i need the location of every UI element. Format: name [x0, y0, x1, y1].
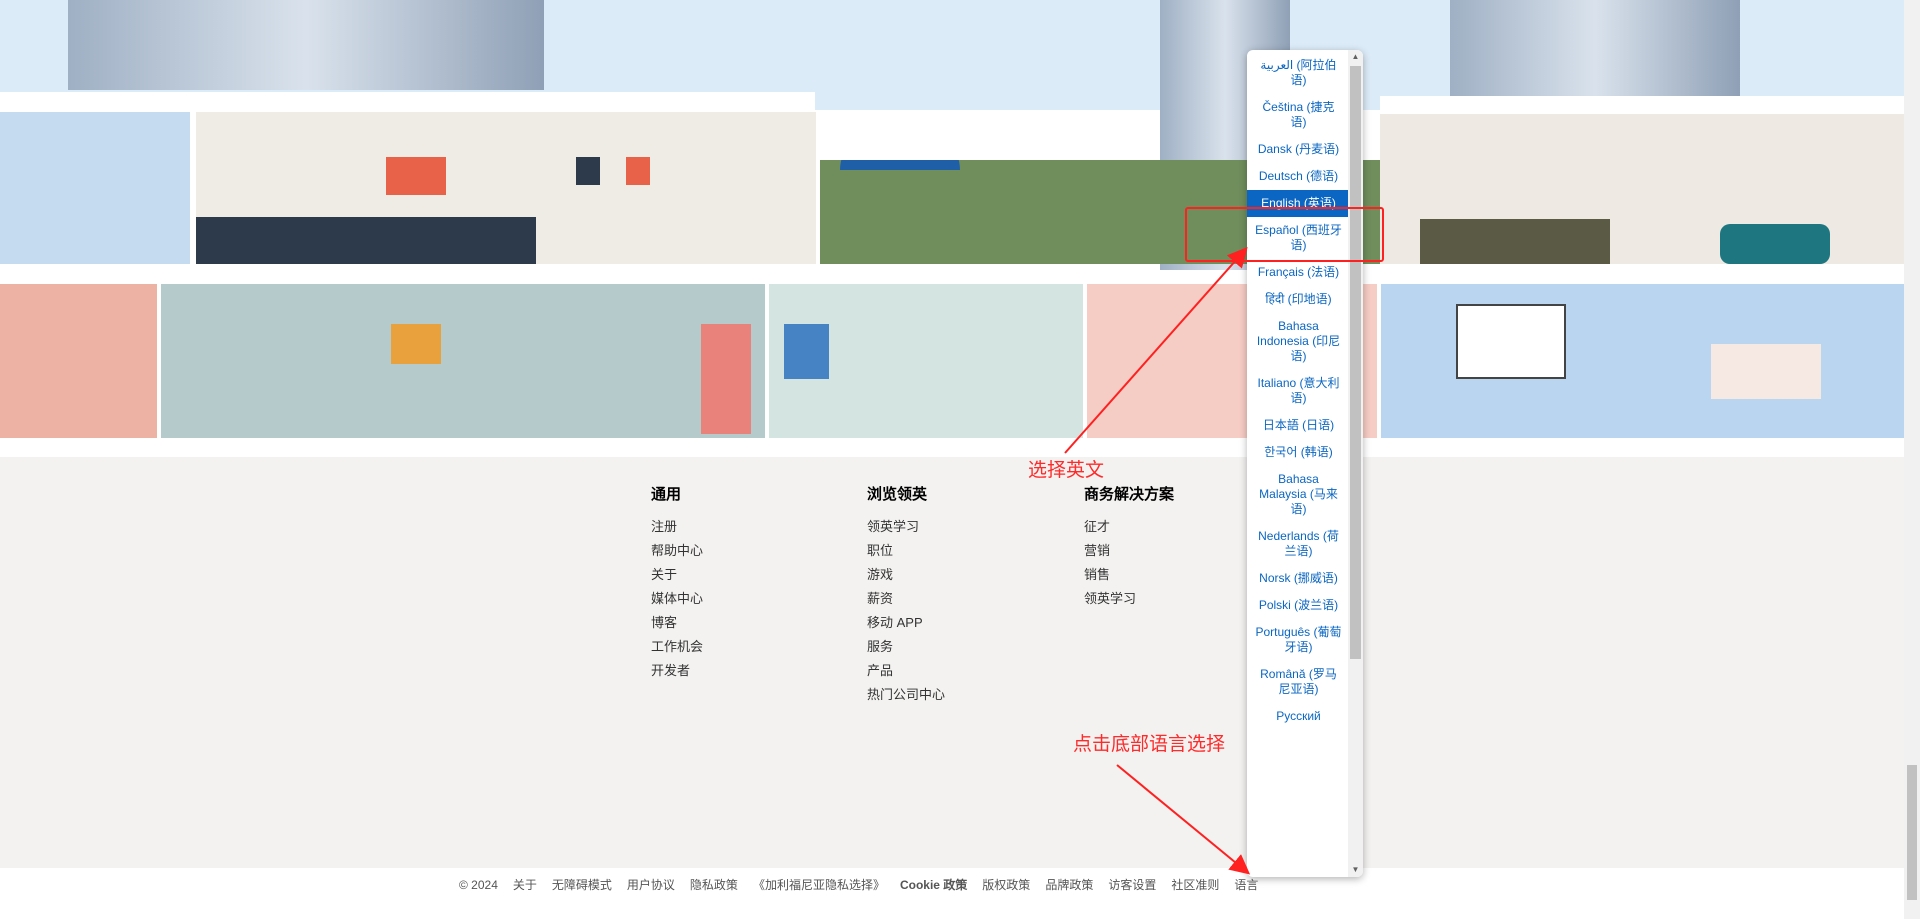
- footer: [0, 457, 1904, 868]
- language-options: العربية (阿拉伯语) Čeština (捷克语) Dansk (丹麦语) De…: [1247, 52, 1348, 730]
- language-dropdown[interactable]: العربية (阿拉伯语) Čeština (捷克语) Dansk (丹麦语) De…: [1247, 50, 1363, 877]
- dropdown-scrollbar-thumb[interactable]: [1350, 66, 1361, 659]
- room-office: [161, 284, 765, 438]
- language-option[interactable]: العربية (阿拉伯语): [1260, 58, 1337, 87]
- bottom-link-california-privacy[interactable]: 《加利福尼亚隐私选择》: [752, 878, 885, 892]
- bottom-link-user-agreement[interactable]: 用户协议: [626, 878, 675, 892]
- language-option[interactable]: Čeština (捷克语): [1262, 100, 1335, 129]
- language-option[interactable]: Bahasa Indonesia (印尼语): [1256, 319, 1341, 363]
- language-option[interactable]: Italiano (意大利语): [1257, 376, 1340, 405]
- language-option[interactable]: Português (葡萄牙语): [1255, 625, 1342, 654]
- language-option[interactable]: Français (法语): [1257, 265, 1340, 279]
- building: [1450, 0, 1740, 96]
- room-cafe: [196, 112, 816, 264]
- room-lab: [0, 284, 157, 438]
- language-option[interactable]: Română (罗马尼亚语): [1260, 667, 1337, 696]
- arrow-to-english: [1064, 247, 1248, 454]
- bottom-link-privacy[interactable]: 隐私政策: [689, 878, 738, 892]
- footer-link[interactable]: 注册: [651, 519, 678, 534]
- footer-link[interactable]: 移动 APP: [867, 615, 923, 630]
- bottom-links: © 2024 关于 无障碍模式 用户协议 隐私政策 《加利福尼亚隐私选择》 Co…: [459, 876, 1258, 894]
- column-heading: 浏览领英: [867, 486, 928, 503]
- language-option[interactable]: Dansk (丹麦语): [1257, 142, 1340, 156]
- footer-link[interactable]: 薪资: [867, 591, 894, 606]
- column-heading: 通用: [651, 486, 682, 503]
- bottom-link-guest-settings[interactable]: 访客设置: [1108, 878, 1157, 892]
- language-option[interactable]: Русский: [1276, 709, 1321, 723]
- footer-link[interactable]: 职位: [867, 543, 894, 558]
- bottom-link-copyright[interactable]: 版权政策: [982, 878, 1031, 892]
- building: [68, 0, 544, 90]
- footer-link[interactable]: 工作机会: [651, 639, 704, 654]
- language-selector[interactable]: 语言: [1234, 878, 1259, 892]
- language-option[interactable]: English (英语): [1247, 190, 1348, 217]
- bottom-link-brand[interactable]: 品牌政策: [1045, 878, 1094, 892]
- footer-link[interactable]: 领英学习: [867, 519, 920, 534]
- footer-link[interactable]: 关于: [651, 567, 678, 582]
- bottom-link-about[interactable]: 关于: [512, 878, 537, 892]
- annotation-click-language: 点击底部语言选择: [1073, 734, 1226, 755]
- language-option[interactable]: Nederlands (荷兰语): [1258, 529, 1339, 558]
- annotation-select-english: 选择英文: [1028, 460, 1105, 481]
- footer-link[interactable]: 媒体中心: [651, 591, 704, 606]
- footer-link[interactable]: 销售: [1084, 567, 1111, 582]
- room-workshop: [1381, 284, 1904, 438]
- footer-link[interactable]: 产品: [867, 663, 894, 678]
- column-heading: 商务解决方案: [1084, 486, 1175, 503]
- highlight-box: [1185, 207, 1384, 262]
- footer-link[interactable]: 征才: [1084, 519, 1111, 534]
- footer-column-browse: 浏览领英 领英学习 职位 游戏 薪资 移动 APP 服务 产品 热门公司中心: [867, 483, 945, 707]
- scroll-down-icon[interactable]: ▼: [1351, 865, 1360, 874]
- bottom-link-community[interactable]: 社区准则: [1171, 878, 1220, 892]
- page-scrollbar[interactable]: [1904, 0, 1920, 919]
- footer-link[interactable]: 服务: [867, 639, 894, 654]
- language-option[interactable]: 한국어 (韩语): [1264, 445, 1333, 459]
- footer-link[interactable]: 开发者: [651, 663, 691, 678]
- scroll-up-icon[interactable]: ▲: [1351, 52, 1360, 61]
- footer-link[interactable]: 热门公司中心: [867, 687, 946, 702]
- arrow-to-language: [1116, 764, 1251, 875]
- footer-link[interactable]: 博客: [651, 615, 678, 630]
- footer-link[interactable]: 游戏: [867, 567, 894, 582]
- footer-link[interactable]: 营销: [1084, 543, 1111, 558]
- copyright: © 2024: [459, 878, 498, 892]
- room-lounge: [1380, 114, 1904, 264]
- footer-link[interactable]: 领英学习: [1084, 591, 1137, 606]
- bottom-link-accessibility[interactable]: 无障碍模式: [551, 878, 612, 892]
- language-option[interactable]: Español (西班牙语): [1255, 223, 1342, 252]
- language-option[interactable]: 日本語 (日语): [1262, 418, 1335, 432]
- language-option[interactable]: Deutsch (德语): [1258, 169, 1339, 183]
- room-gallery: [769, 284, 1083, 438]
- footer-column-business: 商务解决方案 征才 营销 销售 领英学习: [1084, 483, 1174, 611]
- footer-column-general: 通用 注册 帮助中心 关于 媒体中心 博客 工作机会 开发者: [651, 483, 703, 683]
- bottom-bar: [0, 868, 1904, 919]
- language-option[interactable]: Bahasa Malaysia (马来语): [1259, 472, 1338, 516]
- language-option[interactable]: हिंदी (印地语): [1265, 292, 1332, 306]
- bottom-link-cookie[interactable]: Cookie 政策: [899, 878, 968, 892]
- footer-link[interactable]: 帮助中心: [651, 543, 704, 558]
- language-option[interactable]: Polski (波兰语): [1258, 598, 1339, 612]
- page-scrollbar-thumb[interactable]: [1907, 765, 1917, 900]
- room-kitchen: [0, 112, 190, 264]
- language-option[interactable]: Norsk (挪威语): [1259, 571, 1338, 585]
